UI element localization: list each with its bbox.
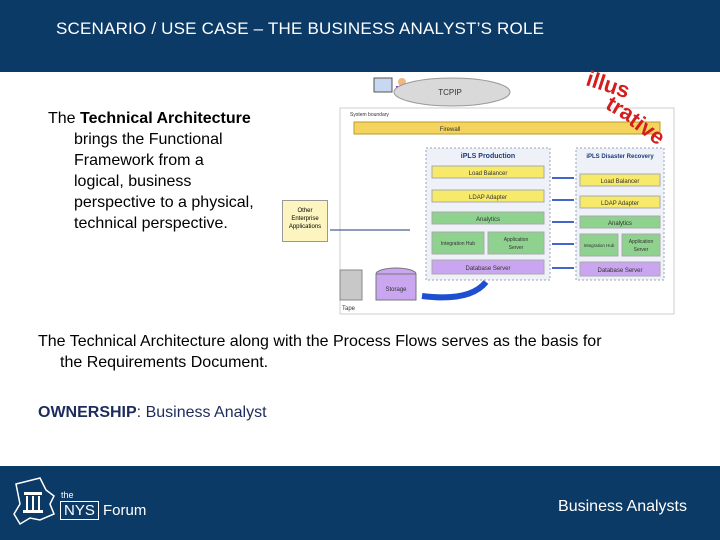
other-apps-line-3: Applications [288,224,322,230]
basis-line-1: The Technical Architecture along with th… [38,333,602,350]
prod-load-balancer-label: Load Balancer [469,171,508,177]
intro-paragraph: The Technical Architecture brings the Fu… [48,108,283,234]
dr-integration-hub [579,233,619,257]
dr-integration-hub-label: Integration Hub [584,243,615,248]
replication-arrows [552,177,574,269]
ownership-label: OWNERSHIP [38,404,137,421]
logo-wordmark: NYS Forum [60,501,146,520]
intro-line-2: brings the Functional [74,131,223,148]
dr-load-balancer-label: Load Balancer [601,179,640,185]
dr-ldap [579,195,661,209]
dr-cluster [575,147,665,281]
storage-arrow [421,279,489,301]
other-apps-line-2: Enterprise [291,216,319,222]
basis-paragraph: The Technical Architecture along with th… [38,331,698,373]
prod-integration-hub [431,231,485,255]
other-enterprise-apps: Other Enterprise Applications [282,200,328,242]
tape-label: Tape [342,306,356,312]
prod-app-server [487,231,545,255]
dr-title: iPLS Disaster Recovery [586,154,654,160]
intro-line-5: perspective to a physical, [74,194,254,211]
dr-load-balancer [579,173,661,187]
logo-nys: NYS [60,501,99,520]
dr-analytics-label: Analytics [608,221,632,227]
prod-db-server-label: Database Server [465,266,510,272]
basis-line-2: the Requirements Document. [60,354,269,371]
other-apps-line-1: Other [297,208,313,214]
prod-integration-hub-label: Integration Hub [441,241,475,247]
tcpip-cloud [393,77,511,107]
prod-ldap [431,189,545,203]
prod-analytics-label: Analytics [476,217,500,223]
production-title: iPLS Production [461,153,515,160]
intro-bold: Technical Architecture [80,110,251,127]
footer-bar: the NYS Forum Business Analysts [0,466,720,540]
ownership-value: : Business Analyst [136,404,267,421]
architecture-diagram: TCPIP System boundary Firewall iPLS Prod… [330,77,675,315]
prod-app-server-line-2: Server [509,245,524,251]
intro-line-3: Framework from a [74,152,204,169]
system-boundary-label: System boundary [350,112,389,118]
ownership-line: OWNERSHIP: Business Analyst [38,404,267,422]
logo-forum: Forum [103,502,147,519]
dr-db-server-label: Database Server [597,268,642,274]
storage-cylinder-body [375,273,417,301]
tape-icon [339,269,363,301]
dr-app-server [621,233,661,257]
intro-prefix: The [48,110,81,127]
dr-analytics [579,215,661,229]
prod-app-server-line-1: Application [504,237,529,243]
dr-app-server-line-1: Application [629,239,654,245]
firewall-label: Firewall [440,127,461,133]
prod-analytics [431,211,545,225]
prod-ldap-label: LDAP Adapter [469,195,507,201]
logo-the: the [61,490,74,500]
new-york-state-icon [13,477,55,526]
title-bar: SCENARIO / USE CASE – THE BUSINESS ANALY… [0,0,720,72]
storage-label: Storage [385,287,407,293]
slide-title: SCENARIO / USE CASE – THE BUSINESS ANALY… [56,19,545,38]
tcpip-label: TCPIP [438,88,462,97]
intro-line-6: technical perspective. [74,215,228,232]
dr-app-server-line-2: Server [634,247,649,253]
firewall-bar [353,121,661,135]
dr-ldap-label: LDAP Adapter [601,201,639,207]
nys-forum-logo[interactable]: the NYS Forum [10,470,160,536]
dr-db-server [579,261,661,277]
prod-load-balancer [431,165,545,179]
footer-section-label: Business Analysts [558,498,687,515]
intro-line-4: logical, business [74,173,192,190]
prod-db-server [431,259,545,275]
